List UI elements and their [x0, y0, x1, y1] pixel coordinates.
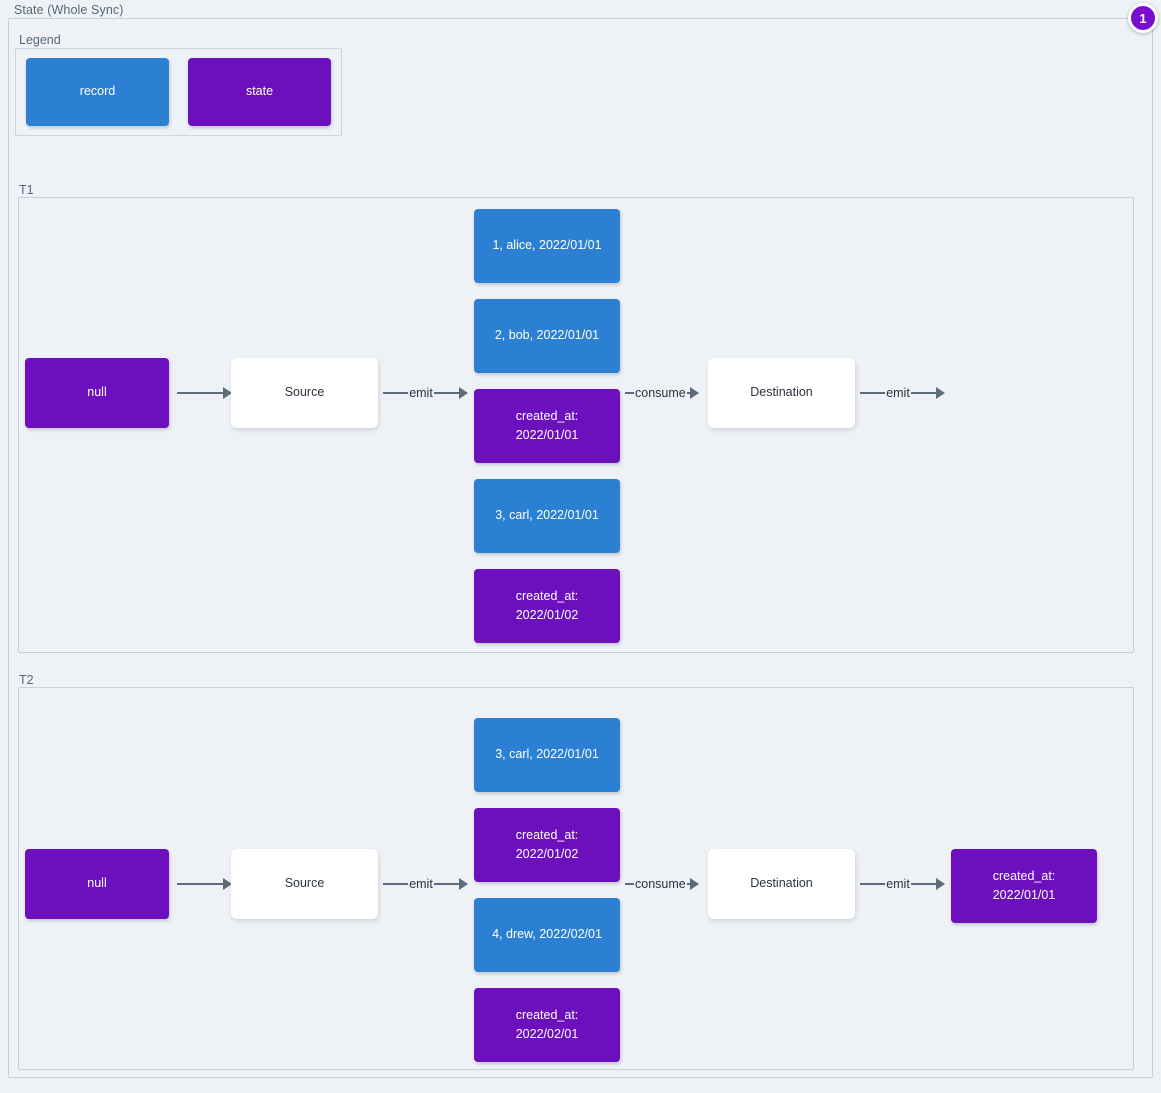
legend-item-state: state [188, 58, 331, 126]
t2-source-node: Source [231, 849, 378, 919]
t2-final-state: created_at: 2022/01/01 [951, 849, 1097, 923]
arrow-head-icon [223, 878, 232, 890]
arrow-line [686, 391, 690, 395]
t1-arrow-source-emit-label: emit [409, 385, 433, 400]
arrow-line [433, 882, 459, 886]
step-badge[interactable]: 1 [1128, 3, 1158, 33]
arrow-head-icon [936, 878, 945, 890]
t2-arrow-source-emit: emit [383, 876, 468, 892]
t2-arrow-destination-emit: emit [860, 876, 945, 892]
t1-arrow-destination-emit: emit [860, 385, 945, 401]
t1-stream-item-3: 3, carl, 2022/01/01 [474, 479, 620, 553]
arrow-head-icon [459, 387, 468, 399]
arrow-head-icon [689, 387, 699, 399]
t1-stream-item-4: created_at: 2022/01/02 [474, 569, 620, 643]
t2-stream-item-2: 4, drew, 2022/02/01 [474, 898, 620, 972]
t2-stream-item-0: 3, carl, 2022/01/01 [474, 718, 620, 792]
t2-destination-node: Destination [708, 849, 855, 919]
arrow-line [910, 882, 936, 886]
t2-arrow-state-to-source [177, 876, 232, 892]
t2-arrow-source-emit-label: emit [409, 876, 433, 891]
arrow-head-icon [689, 878, 699, 890]
page-title: State (Whole Sync) [14, 3, 124, 17]
arrow-line [860, 882, 886, 886]
arrow-head-icon [936, 387, 945, 399]
t1-stream-item-2: created_at: 2022/01/01 [474, 389, 620, 463]
t2-arrow-destination-emit-label: emit [886, 876, 910, 891]
arrow-head-icon [459, 878, 468, 890]
arrow-line [910, 391, 936, 395]
t2-arrow-consume: consume [625, 876, 707, 892]
arrow-line [433, 391, 459, 395]
legend-item-record: record [26, 58, 169, 126]
t2-initial-state: null [25, 849, 169, 919]
arrow-line [860, 391, 886, 395]
arrow-line [177, 882, 223, 886]
t1-source-node: Source [231, 358, 378, 428]
t1-stream-item-0: 1, alice, 2022/01/01 [474, 209, 620, 283]
t1-arrow-state-to-source [177, 385, 232, 401]
arrow-line [177, 391, 223, 395]
t2-arrow-consume-label: consume [635, 876, 686, 891]
legend-title: Legend [19, 33, 61, 47]
t1-arrow-consume: consume [625, 385, 707, 401]
t1-arrow-destination-emit-label: emit [886, 385, 910, 400]
t2-stream-item-3: created_at: 2022/02/01 [474, 988, 620, 1062]
t1-destination-node: Destination [708, 358, 855, 428]
t1-arrow-consume-label: consume [635, 385, 686, 400]
group-title-t1: T1 [19, 183, 34, 197]
arrow-line [686, 882, 690, 886]
t1-initial-state: null [25, 358, 169, 428]
arrow-line [383, 882, 409, 886]
arrow-line [625, 391, 634, 395]
t1-stream-item-1: 2, bob, 2022/01/01 [474, 299, 620, 373]
arrow-line [625, 882, 634, 886]
t2-stream-item-1: created_at: 2022/01/02 [474, 808, 620, 882]
t1-arrow-source-emit: emit [383, 385, 468, 401]
arrow-head-icon [223, 387, 232, 399]
group-title-t2: T2 [19, 673, 34, 687]
arrow-line [383, 391, 409, 395]
